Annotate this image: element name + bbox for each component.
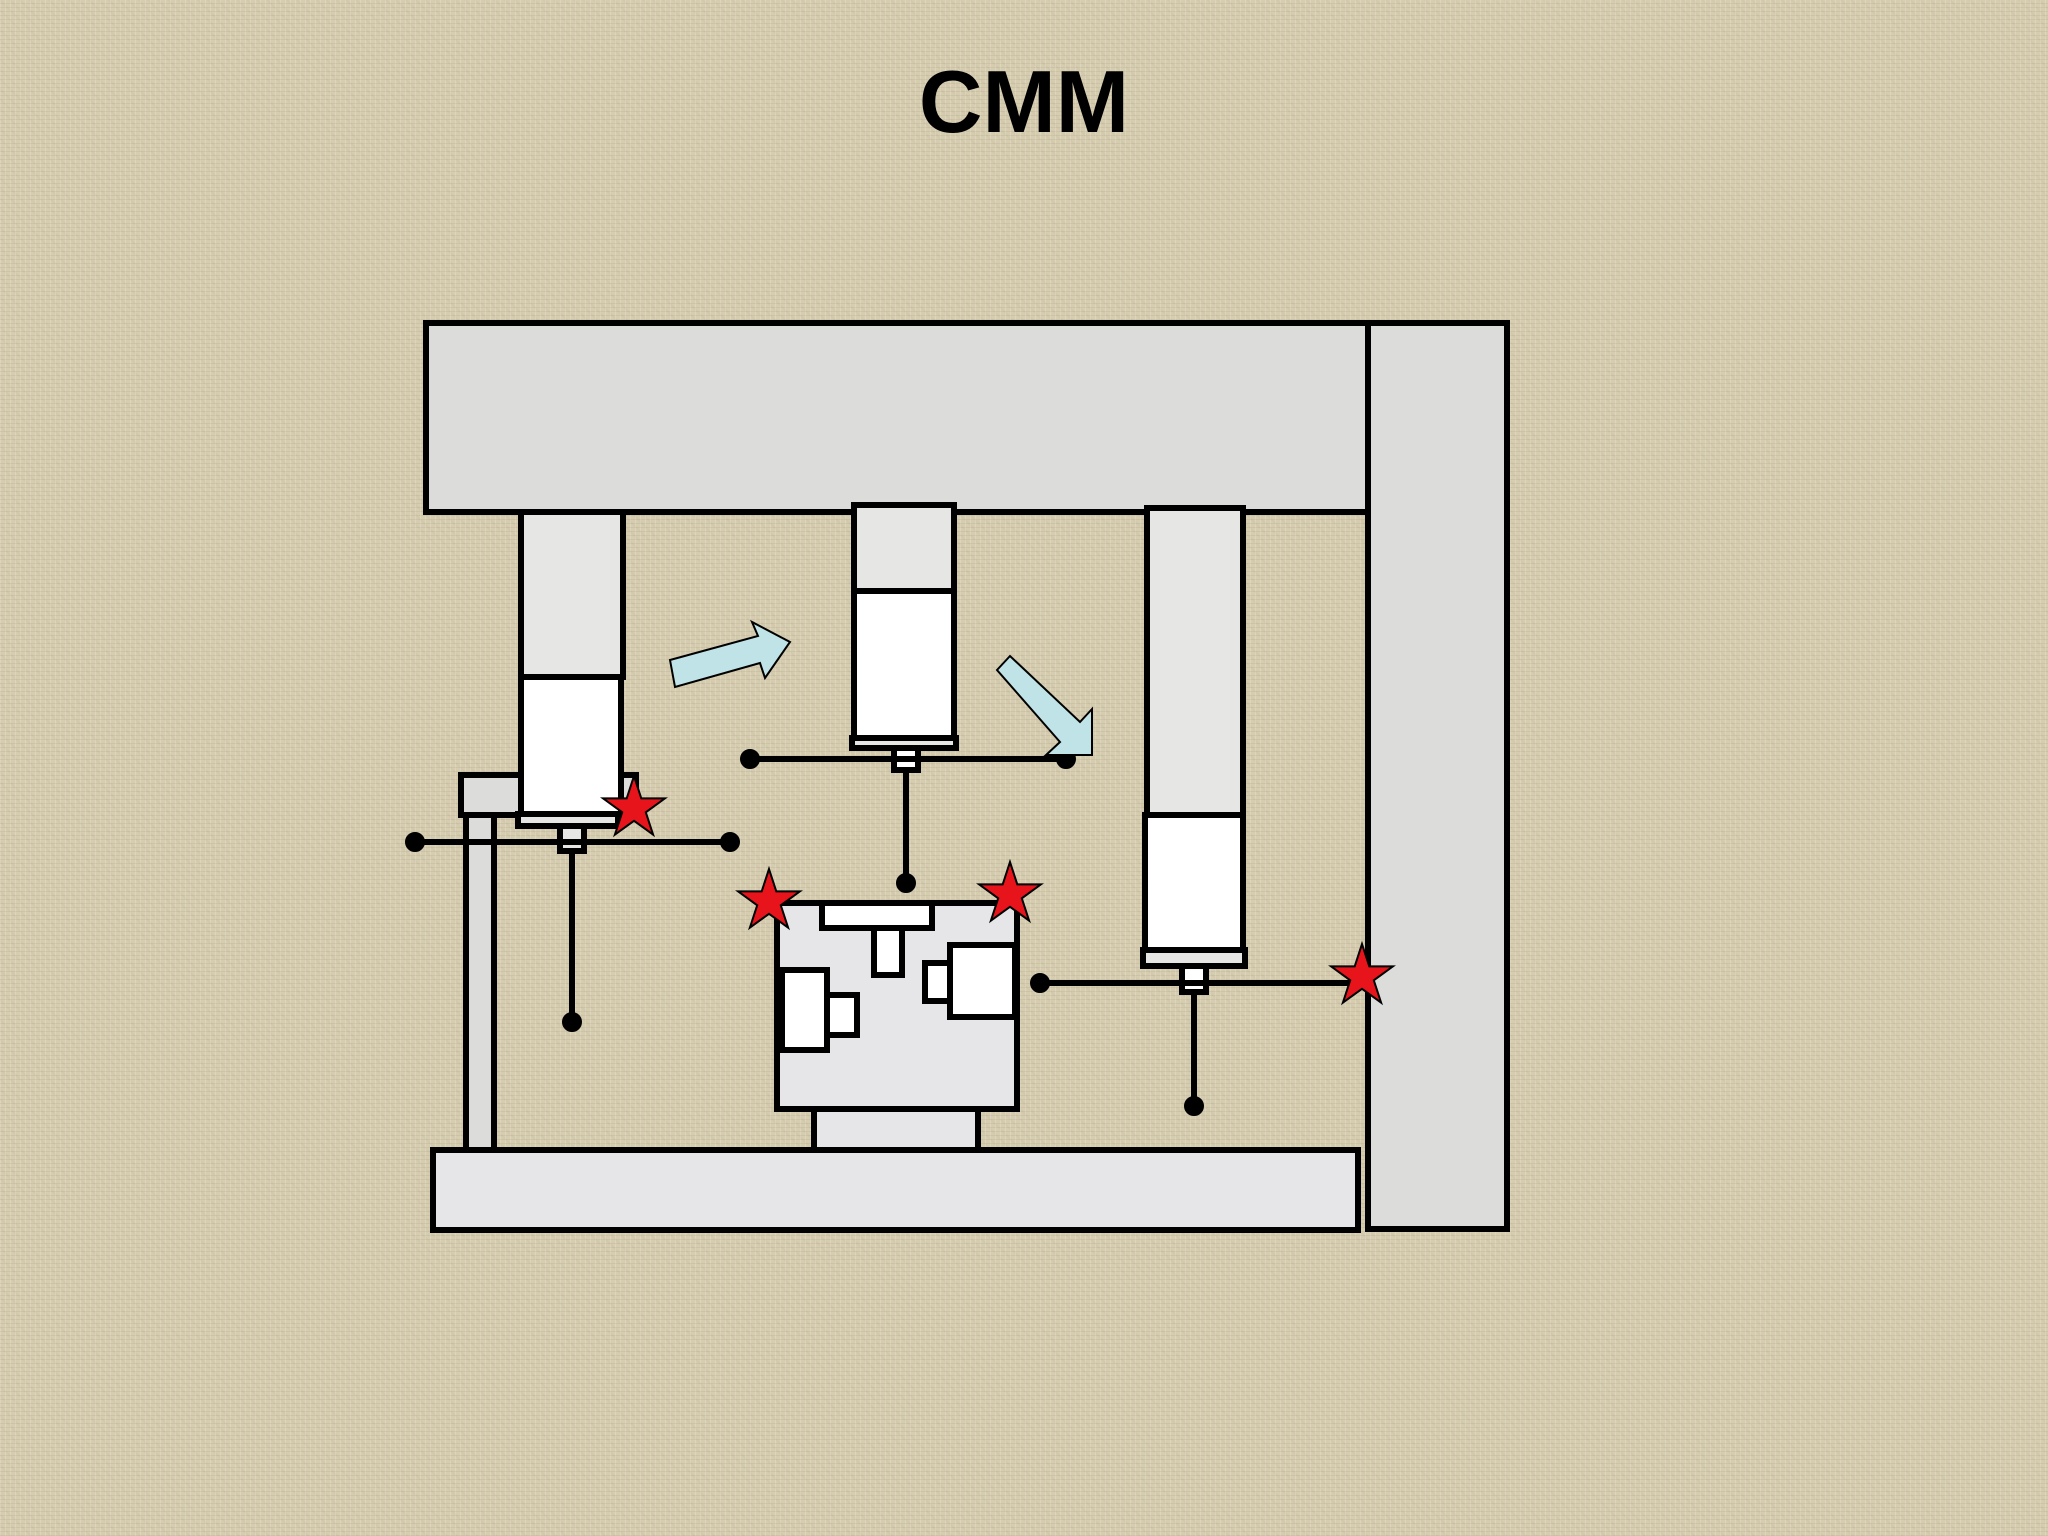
slide-title: CMM	[918, 52, 1130, 151]
collision-star-icon	[1328, 940, 1396, 1006]
probe-left	[405, 509, 740, 1032]
workpiece-top-slot	[819, 900, 935, 931]
probe-left-lower	[518, 674, 624, 817]
probe-center	[740, 502, 1076, 893]
probe-right-ball-left	[1030, 973, 1050, 993]
probe-right-tip-block	[1179, 963, 1209, 995]
probe-left-upper	[518, 509, 626, 680]
workpiece	[774, 900, 1020, 1153]
motion-arrow-right	[668, 619, 792, 689]
probe-left-tip-block	[557, 823, 587, 854]
workpiece-left-tab	[824, 992, 860, 1038]
probe-right-ball-bottom	[1184, 1096, 1204, 1116]
workpiece-right-tab	[922, 960, 953, 1004]
left-support-post	[463, 812, 497, 1153]
workpiece-left-block	[779, 967, 830, 1053]
collision-star-icon	[735, 865, 803, 931]
probe-center-ball-bottom	[896, 873, 916, 893]
workpiece-right-block	[947, 942, 1018, 1020]
motion-arrow-down-right	[995, 654, 1093, 756]
workpiece-pedestal	[811, 1106, 981, 1153]
probe-right-lower	[1142, 812, 1246, 953]
probe-center-lower	[851, 588, 957, 746]
collision-star-icon	[600, 772, 668, 838]
probe-center-ball-left	[740, 749, 760, 769]
right-column	[1365, 320, 1510, 1232]
collision-star-icon	[976, 858, 1044, 924]
workpiece-top-tab	[871, 925, 905, 978]
probe-left-ball-bottom	[562, 1012, 582, 1032]
probe-center-upper	[851, 502, 957, 594]
probe-right-upper	[1144, 505, 1246, 818]
probe-right	[1030, 505, 1366, 1116]
bridge-beam	[423, 320, 1372, 515]
base-plate	[430, 1147, 1361, 1233]
probe-left-ball-right	[720, 832, 740, 852]
probe-left-ball-left	[405, 832, 425, 852]
